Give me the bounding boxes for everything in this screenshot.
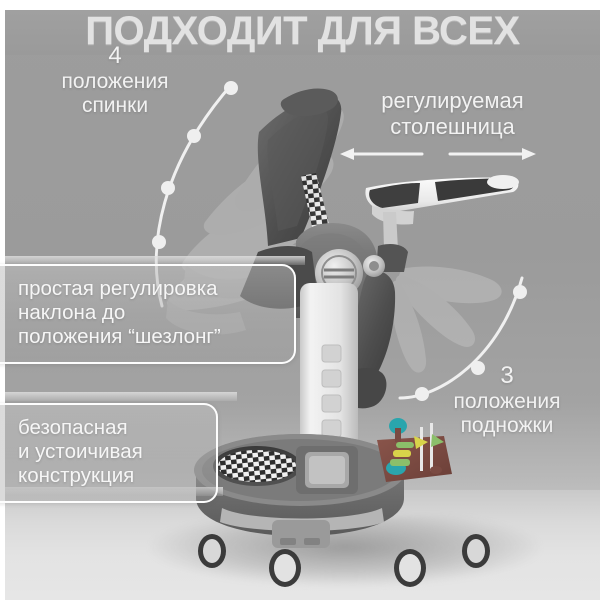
footrest-position-count: 3: [500, 362, 514, 389]
ghost-footrest-positions: [390, 266, 502, 373]
footrest-caption: 3 положения подножки: [418, 362, 596, 439]
column-slots: [321, 344, 342, 438]
footrest-caption-line1: положения: [453, 389, 561, 413]
arc-dot-1: [415, 387, 429, 401]
arc-dot-4: [224, 81, 238, 95]
arc-dot-1: [152, 235, 166, 249]
safety-line1: безопасная: [18, 416, 128, 439]
wheels: [198, 534, 490, 587]
backrest-caption: 4 положения спинки: [20, 42, 210, 119]
footrest-caption-line2: подножки: [460, 414, 554, 438]
divider-band-middle: [5, 392, 237, 401]
footrest-position-arc: [398, 276, 527, 401]
table-caption-line1: регулируемая: [381, 88, 524, 113]
recline-line1: простая регулировка: [18, 277, 218, 300]
safety-line3: конструкция: [18, 464, 135, 488]
double-headed-arrow-icon: [340, 148, 536, 160]
recline-line3: положения “шезлонг”: [18, 325, 221, 349]
backrest-caption-line1: положения: [61, 69, 169, 93]
safety-line2: и устоичивая: [18, 440, 143, 464]
toy-activity-board: [377, 418, 452, 482]
arc-dot-2: [471, 361, 485, 375]
wheeled-base: [194, 418, 490, 587]
recline-callout-box: простая регулировка наклона до положения…: [0, 264, 296, 364]
height-adjust-column: [300, 283, 358, 483]
backrest-position-count: 4: [108, 42, 122, 69]
backrest-caption-line2: спинки: [81, 94, 149, 118]
divider-band-top: [5, 256, 305, 265]
page-title: ПОДХОДИТ ДЛЯ ВСЕХ: [85, 9, 520, 53]
table-adjust-arrow: [338, 143, 538, 165]
arc-dot-3: [187, 129, 201, 143]
table-caption-line2: столешница: [390, 113, 515, 139]
recline-line2: наклона до: [18, 301, 126, 325]
table-caption: регулируемая столешница: [330, 88, 575, 139]
safety-callout-box: безопасная и устоичивая конструкция: [0, 403, 218, 503]
arc-dot-2: [161, 181, 175, 195]
header-bar: ПОДХОДИТ ДЛЯ ВСЕХ: [5, 9, 600, 55]
backrest: [257, 88, 342, 247]
arc-dot-3: [513, 285, 527, 299]
